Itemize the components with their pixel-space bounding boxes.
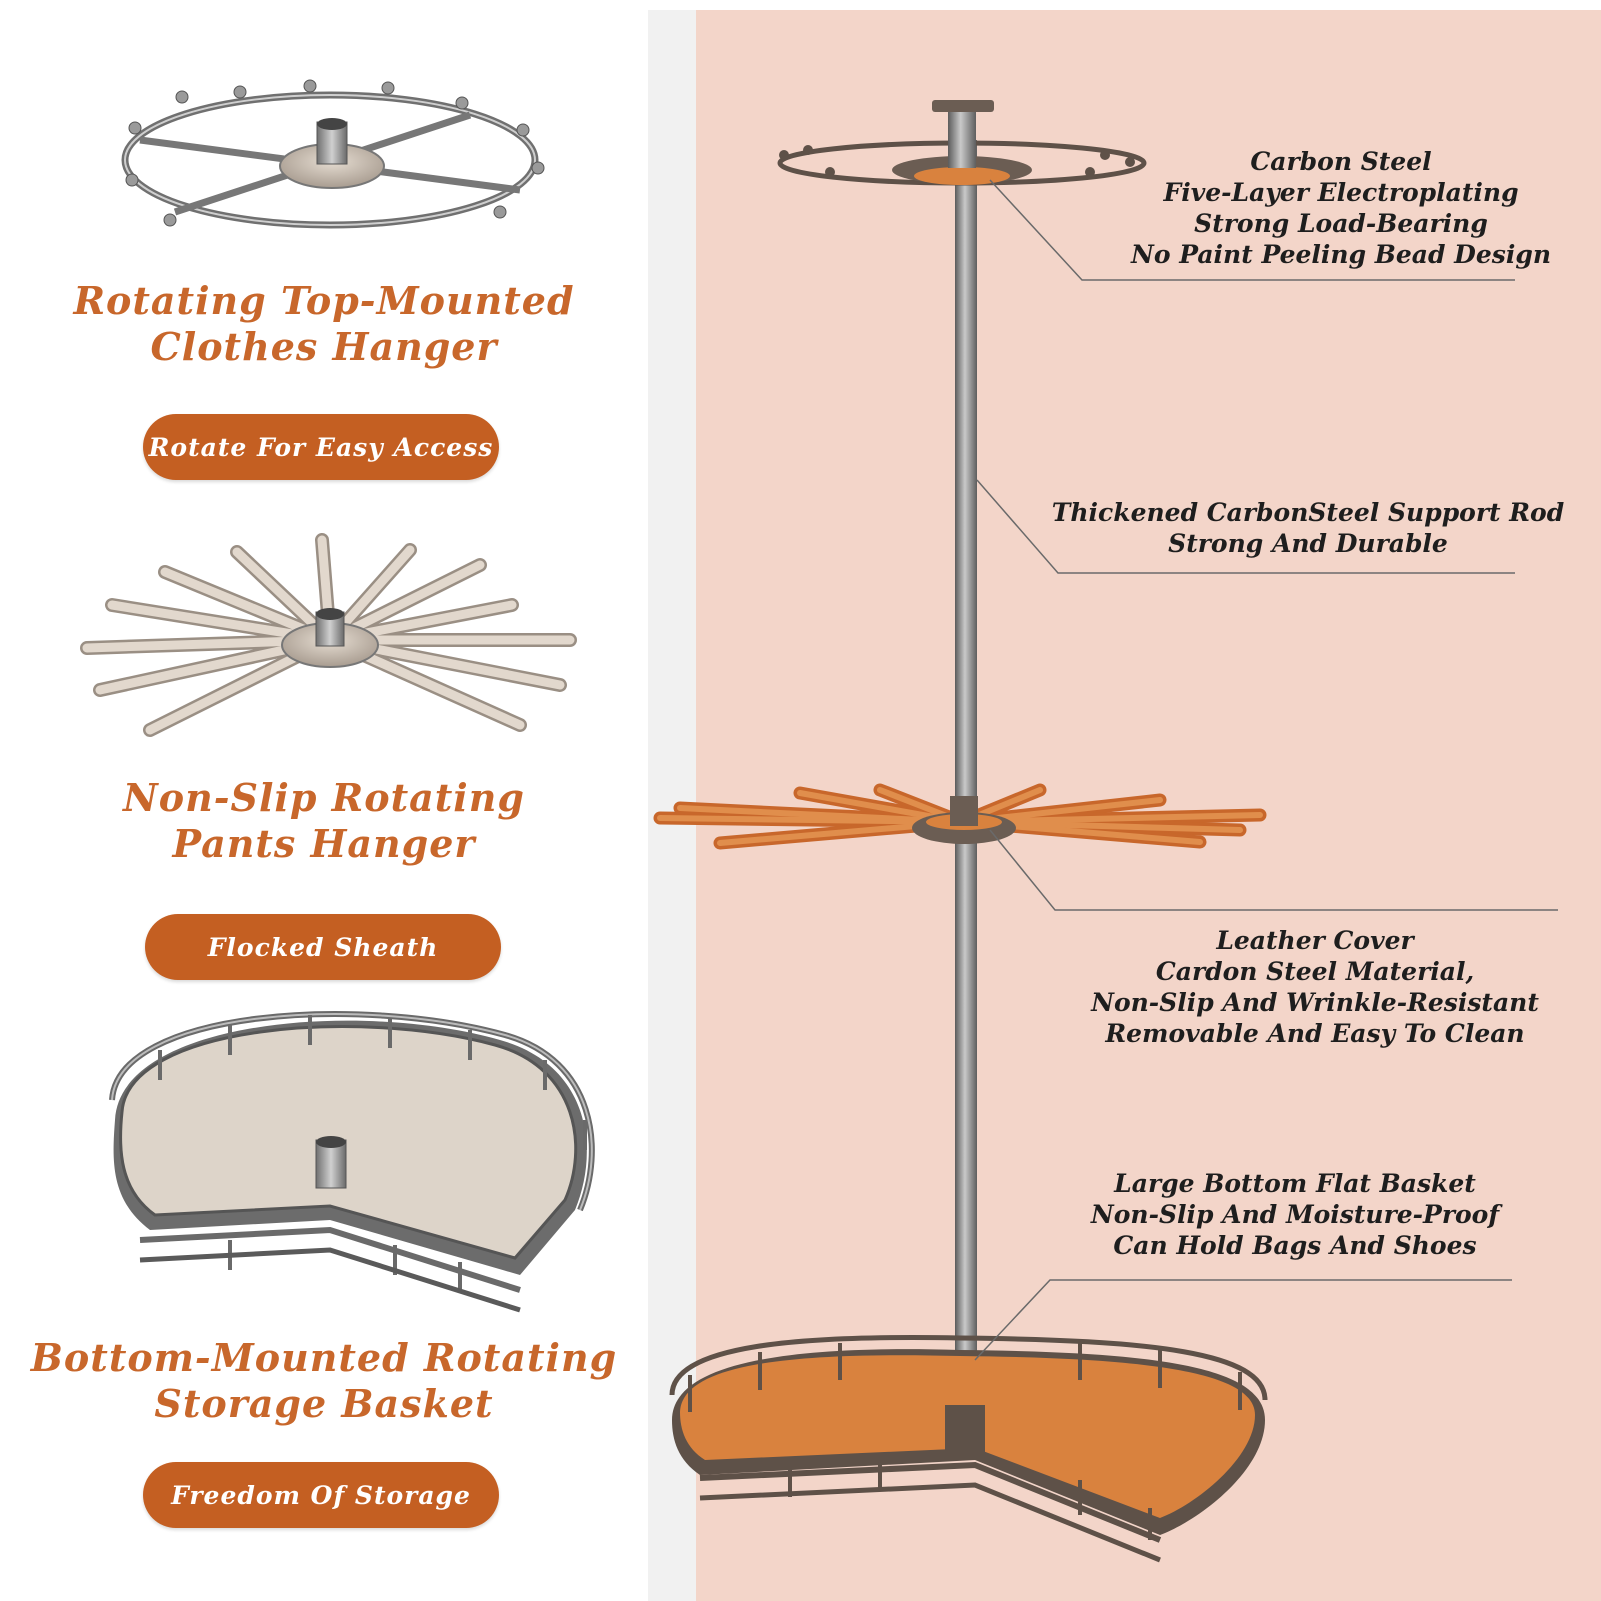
title-line: Storage Basket [154,1381,494,1426]
callout-line: Removable And Easy To Clean [1105,1019,1525,1048]
callout-line: Cardon Steel Material, [1155,957,1475,986]
storage-basket-title: Bottom-Mounted Rotating Storage Basket [0,1335,648,1427]
support-rod-callout: Thickened CarbonSteel Support Rod Strong… [1050,497,1566,559]
rotate-access-badge: Rotate For Easy Access [143,414,499,480]
component-illustrations [80,79,595,1313]
callout-line: Can Hold Bags And Shoes [1113,1231,1477,1260]
top-hanger-callout: Carbon Steel Five-Layer Electroplating S… [1120,146,1562,270]
callout-line: Strong And Durable [1168,529,1448,558]
basket-callout: Large Bottom Flat Basket Non-Slip And Mo… [1080,1168,1510,1261]
title-line: Rotating Top-Mounted [73,278,575,323]
callout-line: Non-Slip And Wrinkle-Resistant [1091,988,1539,1017]
badge-label: Freedom Of Storage [171,1480,471,1510]
storage-basket-illustration [109,1011,595,1313]
title-line: Bottom-Mounted Rotating [30,1335,618,1380]
pants-hanger-title: Non-Slip Rotating Pants Hanger [0,775,648,867]
pants-hanger-leather [653,783,1267,850]
callout-line: Strong Load-Bearing [1194,209,1488,238]
title-line: Pants Hanger [172,821,476,866]
flocked-sheath-badge: Flocked Sheath [145,914,501,980]
freedom-storage-badge: Freedom Of Storage [143,1462,499,1528]
top-hanger [777,100,1147,186]
clothes-hanger-title: Rotating Top-Mounted Clothes Hanger [0,278,648,370]
callout-leader-lines [974,179,1558,1361]
callout-line: Thickened CarbonSteel Support Rod [1051,498,1565,527]
bottom-basket [669,1335,1268,1563]
callout-line: Leather Cover [1216,926,1414,955]
title-line: Non-Slip Rotating [123,775,525,820]
title-line: Clothes Hanger [150,324,498,369]
callout-line: Carbon Steel [1250,147,1432,176]
badge-label: Flocked Sheath [207,932,439,962]
badge-label: Rotate For Easy Access [148,432,494,462]
leather-cover-callout: Leather Cover Cardon Steel Material, Non… [1080,925,1550,1049]
callout-line: Five-Layer Electroplating [1163,178,1519,207]
callout-line: Large Bottom Flat Basket [1114,1169,1476,1198]
support-rod [955,140,977,1420]
callout-line: Non-Slip And Moisture-Proof [1090,1200,1500,1229]
left-feature-panel [0,0,648,1601]
clothes-hanger-illustration [121,79,545,229]
callout-line: No Paint Peeling Bead Design [1130,240,1551,269]
pants-hanger-illustration [80,533,577,737]
